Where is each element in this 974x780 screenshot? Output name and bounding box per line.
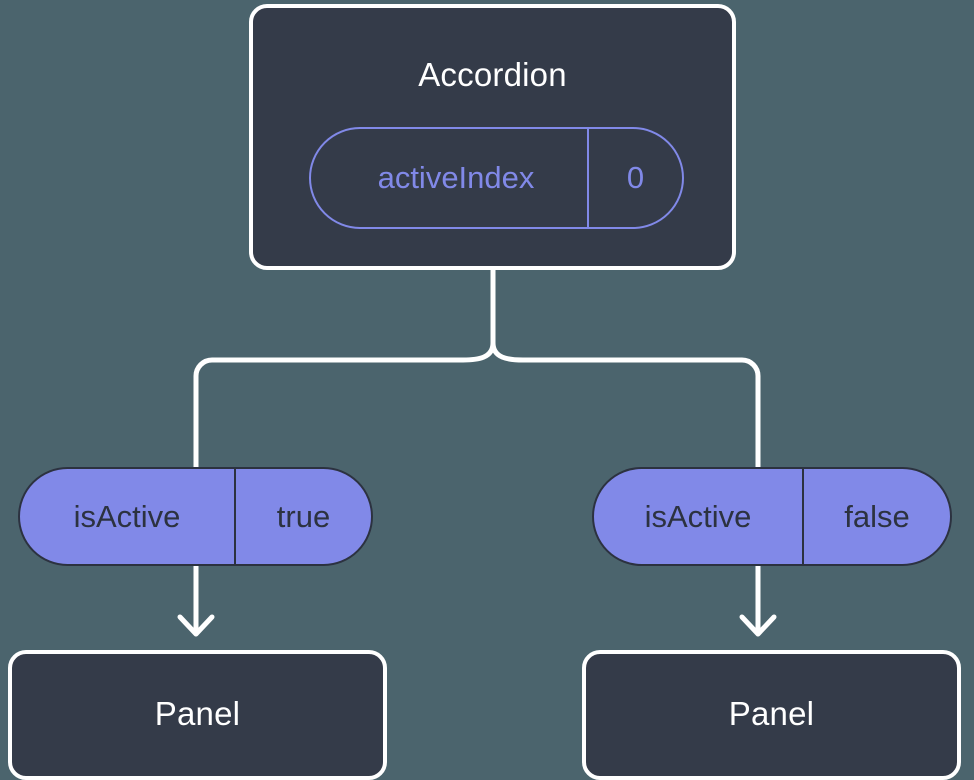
accordion-component-node[interactable]: Accordion activeIndex 0 bbox=[249, 4, 736, 270]
accordion-title: Accordion bbox=[418, 56, 567, 93]
prop-pill-key: isActive bbox=[644, 498, 752, 534]
state-pill-value: 0 bbox=[587, 129, 682, 227]
connector-branch-left bbox=[193, 357, 463, 470]
prop-pill-is-active-false[interactable]: isActive false bbox=[592, 467, 952, 566]
prop-pill-value: true bbox=[234, 469, 371, 564]
prop-pill-value: false bbox=[802, 469, 950, 564]
state-pill-active-index[interactable]: activeIndex 0 bbox=[309, 127, 684, 229]
panel-component-node-left[interactable]: Panel bbox=[8, 650, 387, 780]
connector-split-right bbox=[490, 342, 524, 363]
panel-title: Panel bbox=[728, 695, 815, 732]
connector-branch-right bbox=[523, 357, 761, 470]
panel-title: Panel bbox=[154, 695, 241, 732]
prop-pill-is-active-true[interactable]: isActive true bbox=[18, 467, 373, 566]
state-pill-key: activeIndex bbox=[377, 160, 535, 195]
connector-arrow-right-head bbox=[739, 614, 777, 637]
connector-split-left bbox=[462, 342, 496, 363]
panel-component-node-right[interactable]: Panel bbox=[582, 650, 961, 780]
connector-arrow-left-head bbox=[177, 614, 215, 637]
prop-pill-key: isActive bbox=[73, 498, 181, 534]
